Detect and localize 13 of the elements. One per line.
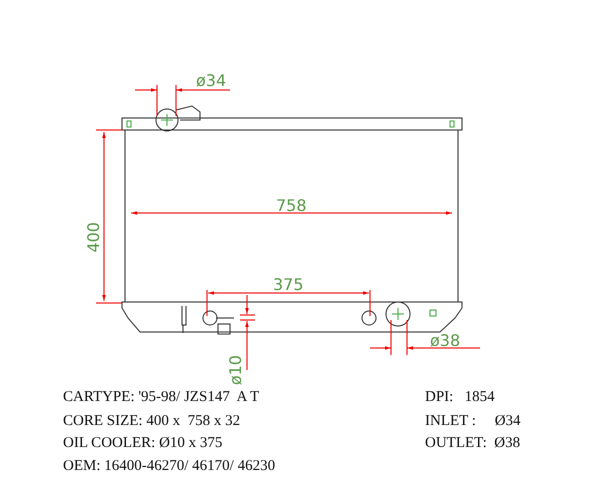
dimension-value: ø34	[196, 73, 226, 89]
spec-text: OIL COOLER: Ø10 x 375	[63, 436, 222, 451]
spec-text: DPI: 1854	[425, 390, 495, 405]
spec-text: OEM: 16400-46270/ 46170/ 46230	[63, 459, 276, 474]
dimension-value: 400	[86, 222, 102, 253]
spec-text: CARTYPE: '95-98/ JZS147 A T	[63, 390, 260, 405]
spec-text: CORE SIZE: 400 x 758 x 32	[63, 414, 240, 429]
dimension-value: 758	[276, 198, 307, 214]
dimension-value: 375	[273, 277, 304, 293]
dimension-value: ø38	[430, 333, 460, 349]
dimension-value: ø10	[228, 355, 244, 386]
spec-text: OUTLET: Ø38	[425, 436, 520, 451]
spec-text: INLET : Ø34	[425, 414, 521, 429]
